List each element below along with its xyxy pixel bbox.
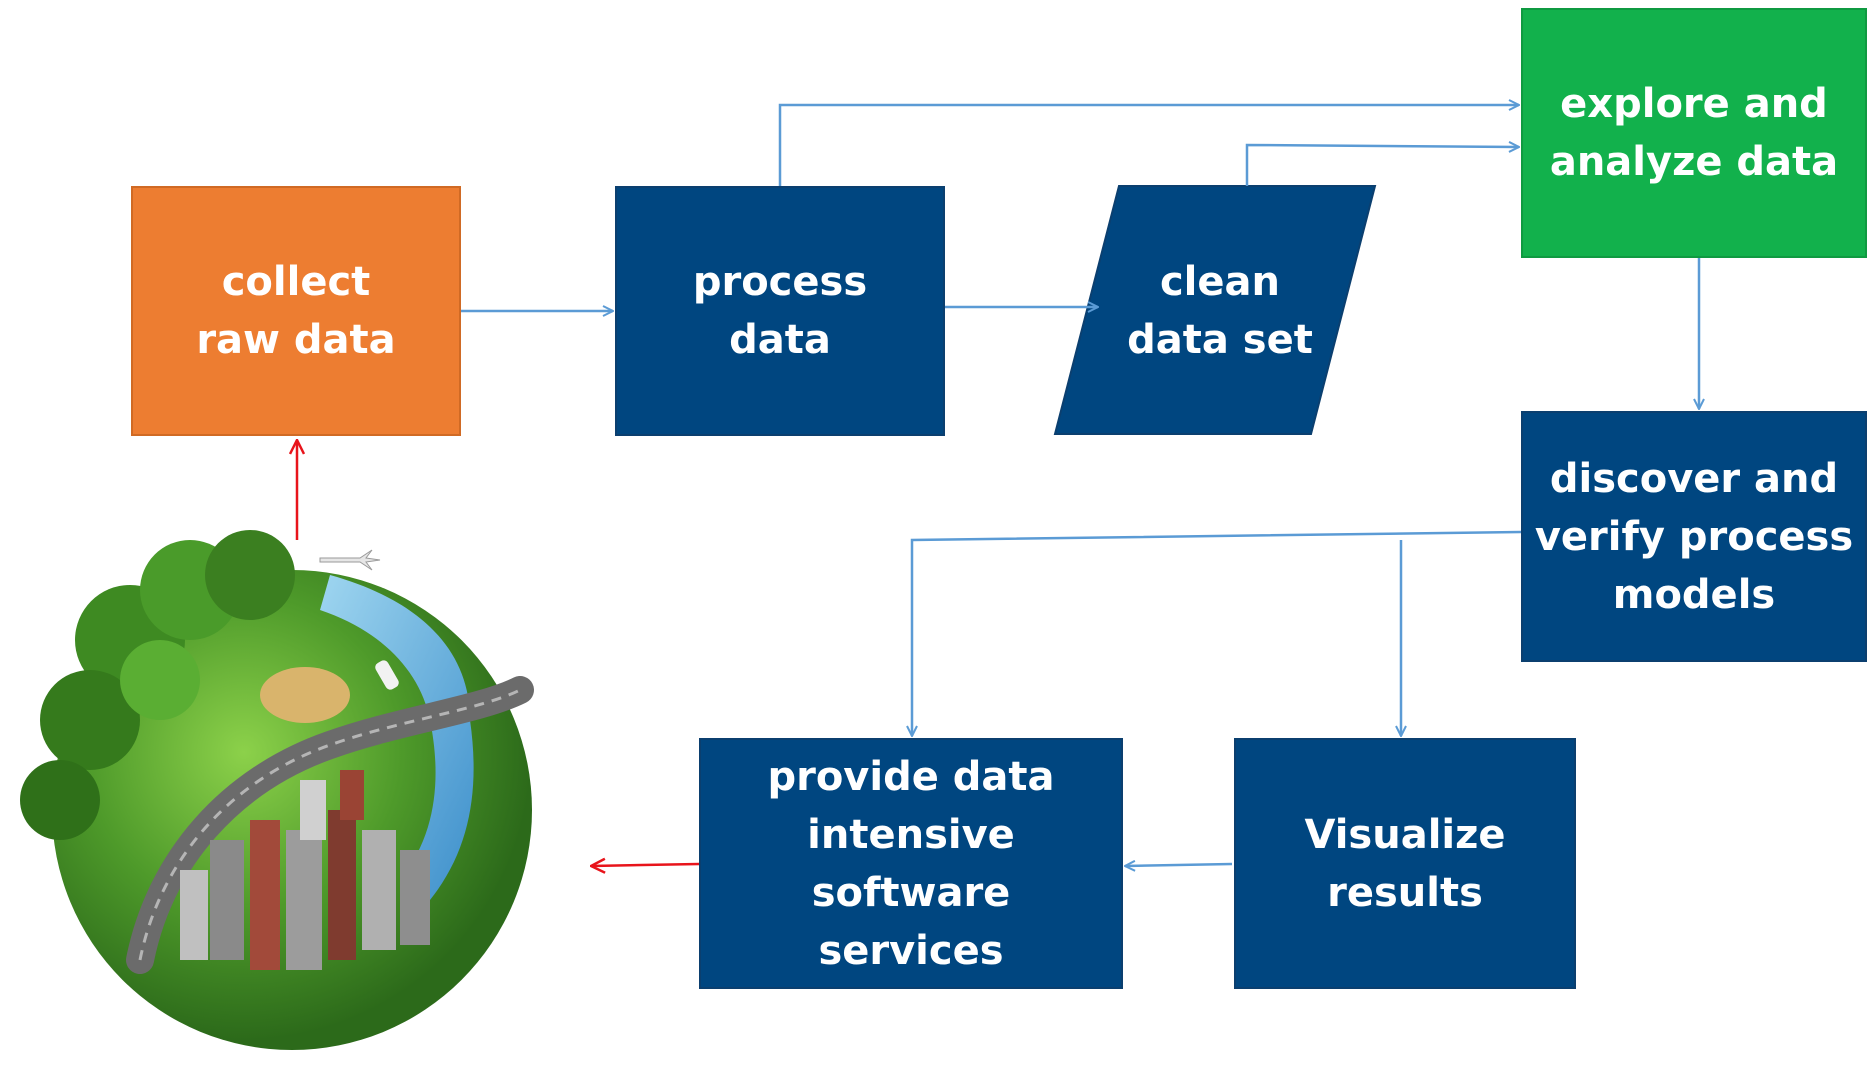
provide-software-services-box[interactable]: provide data intensive software services: [699, 738, 1123, 989]
city-nature-globe-icon: [20, 530, 534, 1050]
explore-analyze-data-box[interactable]: explore and analyze data: [1521, 8, 1867, 258]
explore-analyze-data-label: explore and analyze data: [1549, 81, 1839, 185]
discover-verify-models-label: discover and verify process models: [1534, 455, 1854, 618]
process-data-box[interactable]: process data: [615, 186, 945, 436]
arrow-provide-to-globe: [591, 864, 700, 866]
clean-data-set-shape[interactable]: [1053, 185, 1377, 435]
arrow-visualize-to-provide: [1125, 864, 1233, 866]
arrow-process-to-explore: [778, 105, 1519, 186]
collect-raw-data-box[interactable]: collect raw data: [131, 186, 461, 436]
discover-verify-models-box[interactable]: discover and verify process models: [1521, 411, 1867, 662]
arrow-clean-to-explore: [1245, 145, 1519, 186]
collect-raw-data-label: collect raw data: [196, 259, 396, 363]
clean-data-set-label: clean data set: [1127, 259, 1313, 363]
process-data-label: process data: [692, 259, 868, 363]
visualize-results-box[interactable]: Visualize results: [1234, 738, 1576, 989]
arrow-discover-to-provide: [912, 530, 1522, 736]
visualize-results-label: Visualize results: [1304, 811, 1506, 916]
provide-software-services-label: provide data intensive software services: [767, 753, 1055, 974]
